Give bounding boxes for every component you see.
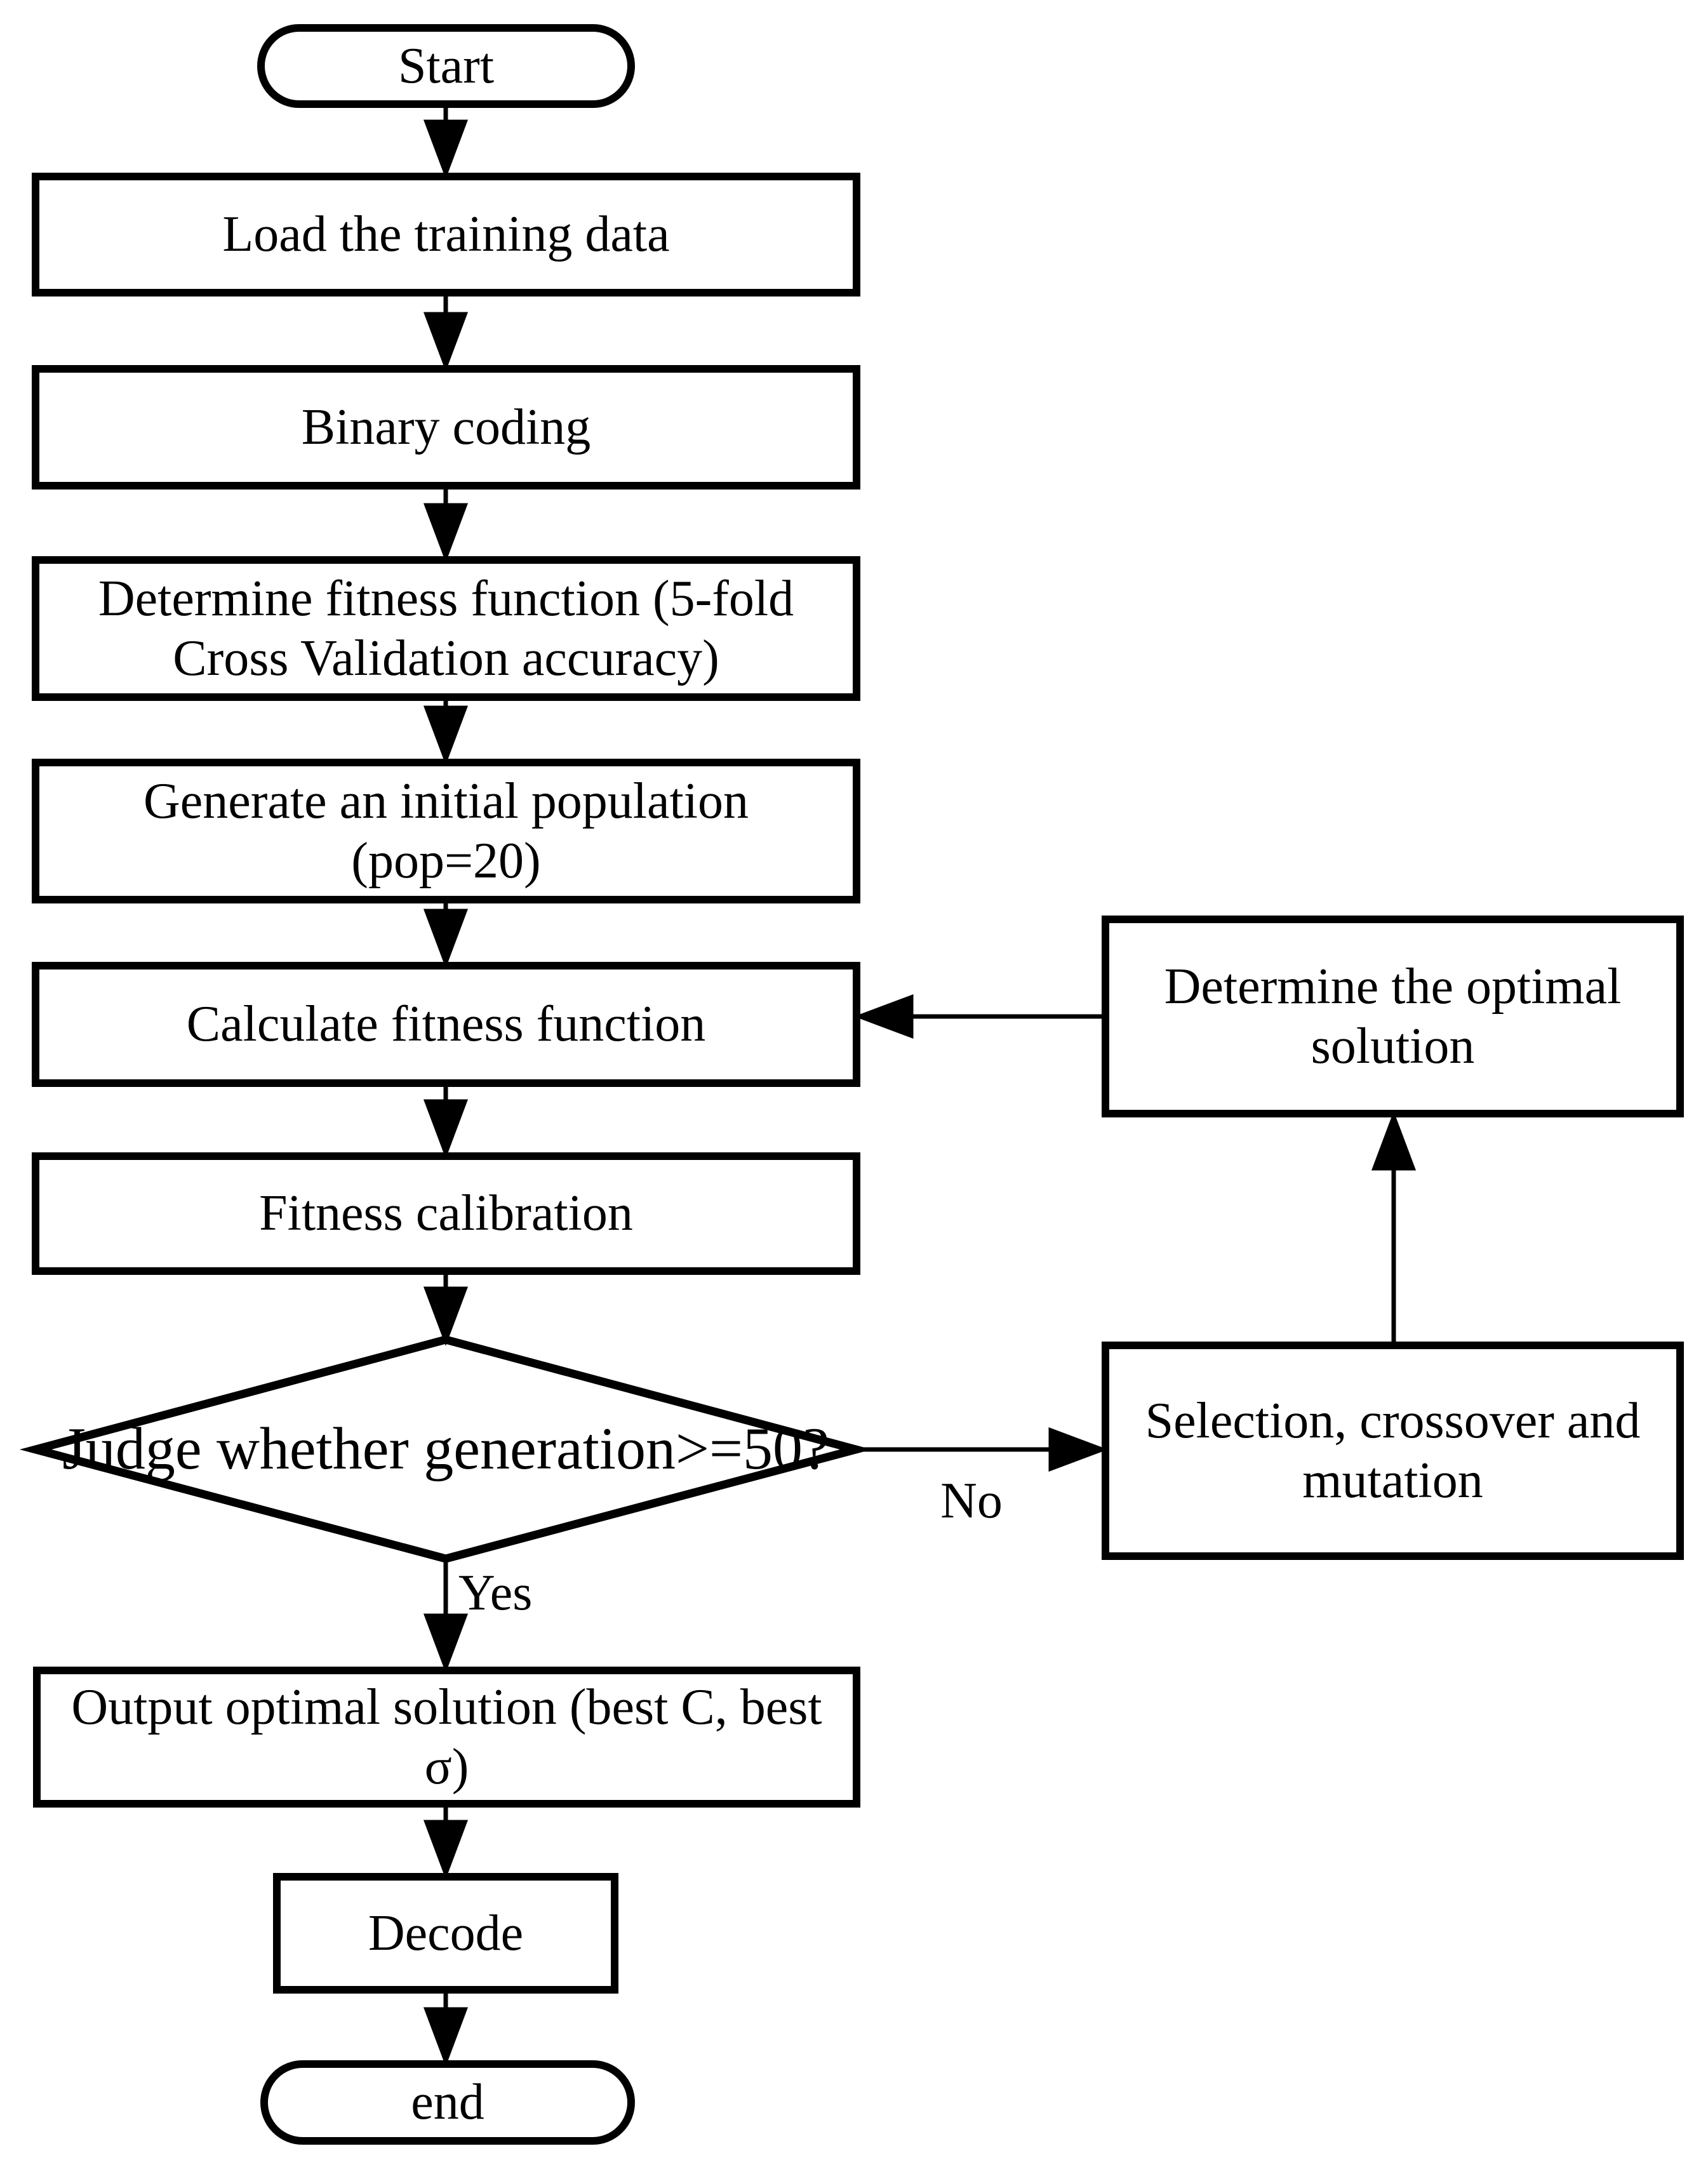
arrowhead-calc-to-calib <box>423 1099 469 1159</box>
node-output-solution: Output optimal solution (best C, best σ) <box>33 1667 860 1808</box>
arrowhead-load-to-binary <box>423 312 469 371</box>
node-initial-population-label-line1: Generate an initial population <box>143 773 749 829</box>
arrowhead-output-to-decode <box>423 1820 469 1879</box>
node-fitness-function-label-line2: Cross Validation accuracy) <box>173 630 719 686</box>
node-determine-optimal-label-line2: solution <box>1311 1018 1475 1074</box>
edge-label-no: No <box>940 1473 1003 1529</box>
node-determine-optimal-label-line1: Determine the optimal <box>1164 958 1622 1015</box>
node-selection-crossover-mutation: Selection, crossover and mutation <box>1102 1342 1684 1560</box>
node-initial-population: Generate an initial population (pop=20) <box>32 759 860 903</box>
node-determine-optimal: Determine the optimal solution <box>1102 916 1684 1117</box>
node-fitness-function: Determine fitness function (5-fold Cross… <box>32 556 860 701</box>
node-fitness-function-label-line1: Determine fitness function (5-fold <box>98 570 794 627</box>
node-binary-coding-label: Binary coding <box>301 399 591 455</box>
flow-arrows <box>423 108 1417 2067</box>
node-calculate-fitness: Calculate fitness function <box>32 962 860 1087</box>
node-calculate-fitness-label: Calculate fitness function <box>186 996 706 1053</box>
node-load-data-label: Load the training data <box>222 206 670 263</box>
node-fitness-calibration: Fitness calibration <box>32 1152 860 1275</box>
arrowhead-judge-yes-to-output <box>423 1613 469 1673</box>
node-start-label: Start <box>397 37 495 94</box>
node-end-label: end <box>411 2074 484 2131</box>
node-output-solution-label-line2: σ) <box>424 1739 469 1795</box>
edge-label-yes: Yes <box>458 1565 533 1621</box>
arrowhead-pop-to-calc <box>423 909 469 968</box>
arrowhead-fitfn-to-pop <box>423 705 469 765</box>
node-load-data: Load the training data <box>32 173 860 296</box>
node-judge-generation-label: Judge whether generation>=50? <box>62 1416 829 1482</box>
arrowhead-decode-to-end <box>423 2007 469 2067</box>
node-judge-generation: Judge whether generation>=50? <box>33 1340 858 1559</box>
node-fitness-calibration-label: Fitness calibration <box>259 1185 633 1242</box>
node-decode: Decode <box>273 1873 618 1994</box>
node-output-solution-label-line1: Output optimal solution (best C, best <box>71 1679 822 1735</box>
node-selection-label-line2: mutation <box>1302 1453 1483 1509</box>
arrowhead-calib-to-judge <box>423 1286 469 1346</box>
node-initial-population-label-line2: (pop=20) <box>351 833 541 889</box>
arrowhead-binary-to-fitfn <box>423 503 469 563</box>
node-start: Start <box>257 24 635 108</box>
arrowhead-selection-to-optimal <box>1371 1111 1417 1171</box>
arrowhead-judge-no-to-selection <box>1048 1427 1108 1472</box>
node-binary-coding: Binary coding <box>32 365 860 490</box>
arrowhead-start-to-load <box>423 119 469 179</box>
node-decode-label: Decode <box>368 1905 524 1961</box>
arrowhead-optimal-to-calc <box>854 994 914 1039</box>
node-selection-label-line1: Selection, crossover and <box>1145 1392 1641 1449</box>
node-end: end <box>260 2060 635 2145</box>
